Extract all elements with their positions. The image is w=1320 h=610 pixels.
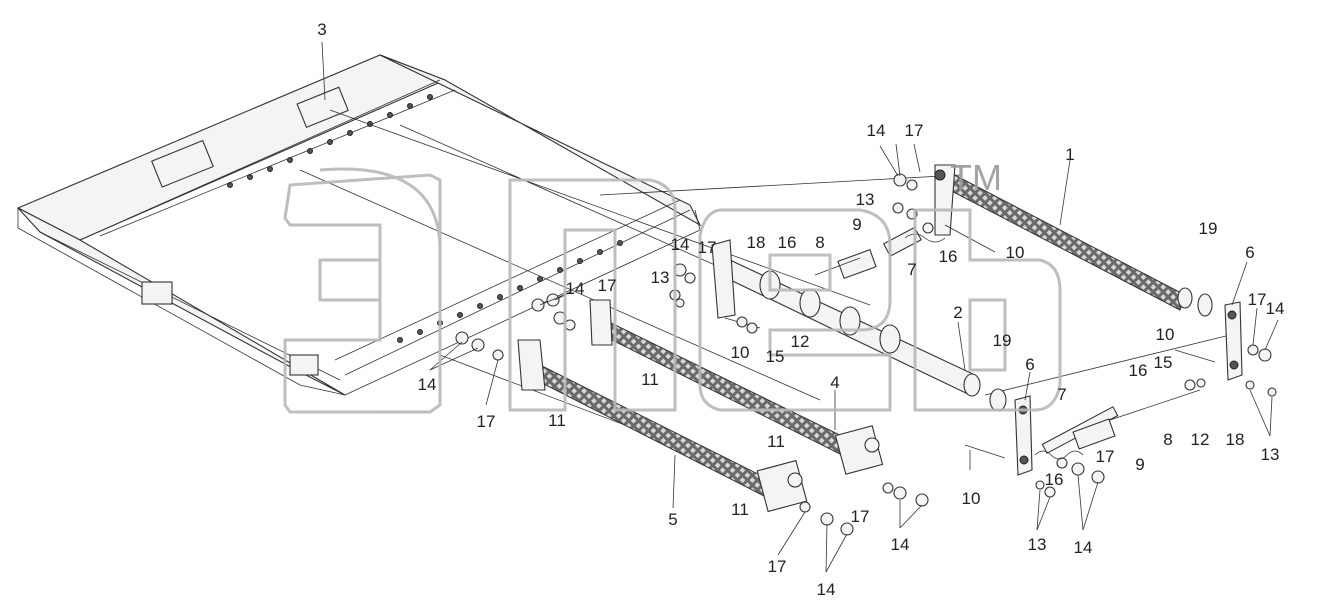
callout-label-14: 14 (1074, 538, 1093, 557)
callout-label-11: 11 (767, 432, 785, 451)
callout-label-11: 11 (548, 411, 566, 430)
callout-label-12: 12 (791, 332, 810, 351)
callout-label-14: 14 (418, 375, 437, 394)
callout-label-17: 17 (851, 507, 870, 526)
watermark-logo: TM (283, 157, 1062, 414)
callout-label-16: 16 (1045, 470, 1064, 489)
callout-label-10: 10 (731, 343, 750, 362)
callout-labels: 3124566778899101010101111111112121313131… (317, 20, 1284, 599)
callout-label-17: 17 (1248, 290, 1267, 309)
callout-label-18: 18 (1226, 430, 1245, 449)
callout-label-11: 11 (641, 370, 659, 389)
callout-label-7: 7 (907, 260, 916, 279)
roller-4 (589, 299, 884, 475)
callout-label-7: 7 (1057, 385, 1066, 404)
callout-label-6: 6 (1245, 243, 1254, 262)
callout-label-13: 13 (856, 190, 875, 209)
callout-label-9: 9 (1135, 455, 1144, 474)
callout-label-13: 13 (651, 268, 670, 287)
callout-label-16: 16 (939, 247, 958, 266)
callout-label-14: 14 (1266, 299, 1285, 318)
roller-1 (934, 164, 1213, 317)
callout-label-3: 3 (317, 20, 326, 39)
callout-label-15: 15 (1154, 353, 1173, 372)
callout-label-9: 9 (852, 215, 861, 234)
callout-label-17: 17 (698, 238, 717, 257)
trademark-mark: TM (950, 157, 1002, 198)
assembly-lines (299, 109, 1231, 481)
callout-label-13: 13 (1028, 535, 1047, 554)
frame-assembly (16, 54, 702, 396)
callout-label-17: 17 (1096, 447, 1115, 466)
callout-label-15: 15 (766, 347, 785, 366)
callout-label-5: 5 (668, 510, 677, 529)
callout-label-4: 4 (830, 373, 839, 392)
callout-label-14: 14 (891, 535, 910, 554)
callout-label-11: 11 (731, 500, 749, 519)
callout-label-14: 14 (867, 121, 886, 140)
callout-label-10: 10 (1156, 325, 1175, 344)
callout-label-17: 17 (477, 412, 496, 431)
callout-label-6: 6 (1025, 355, 1034, 374)
callout-label-19: 19 (993, 331, 1012, 350)
callout-label-17: 17 (768, 557, 787, 576)
callout-label-8: 8 (815, 233, 824, 252)
callout-label-18: 18 (747, 233, 766, 252)
callout-label-10: 10 (962, 489, 981, 508)
callout-label-14: 14 (566, 279, 585, 298)
leader-lines (321, 41, 1279, 573)
callout-label-16: 16 (778, 233, 797, 252)
callout-label-14: 14 (817, 580, 836, 599)
callout-label-10: 10 (1006, 243, 1025, 262)
callout-label-17: 17 (905, 121, 924, 140)
callout-label-13: 13 (1261, 445, 1280, 464)
callout-label-17: 17 (598, 276, 617, 295)
callout-label-8: 8 (1163, 430, 1172, 449)
callout-label-1: 1 (1065, 145, 1074, 164)
callout-label-19: 19 (1199, 219, 1218, 238)
callout-label-14: 14 (671, 235, 690, 254)
roller-5 (517, 339, 808, 513)
callout-label-12: 12 (1191, 430, 1210, 449)
callout-label-2: 2 (953, 303, 962, 322)
fasteners (455, 173, 1277, 536)
callout-label-16: 16 (1129, 361, 1148, 380)
